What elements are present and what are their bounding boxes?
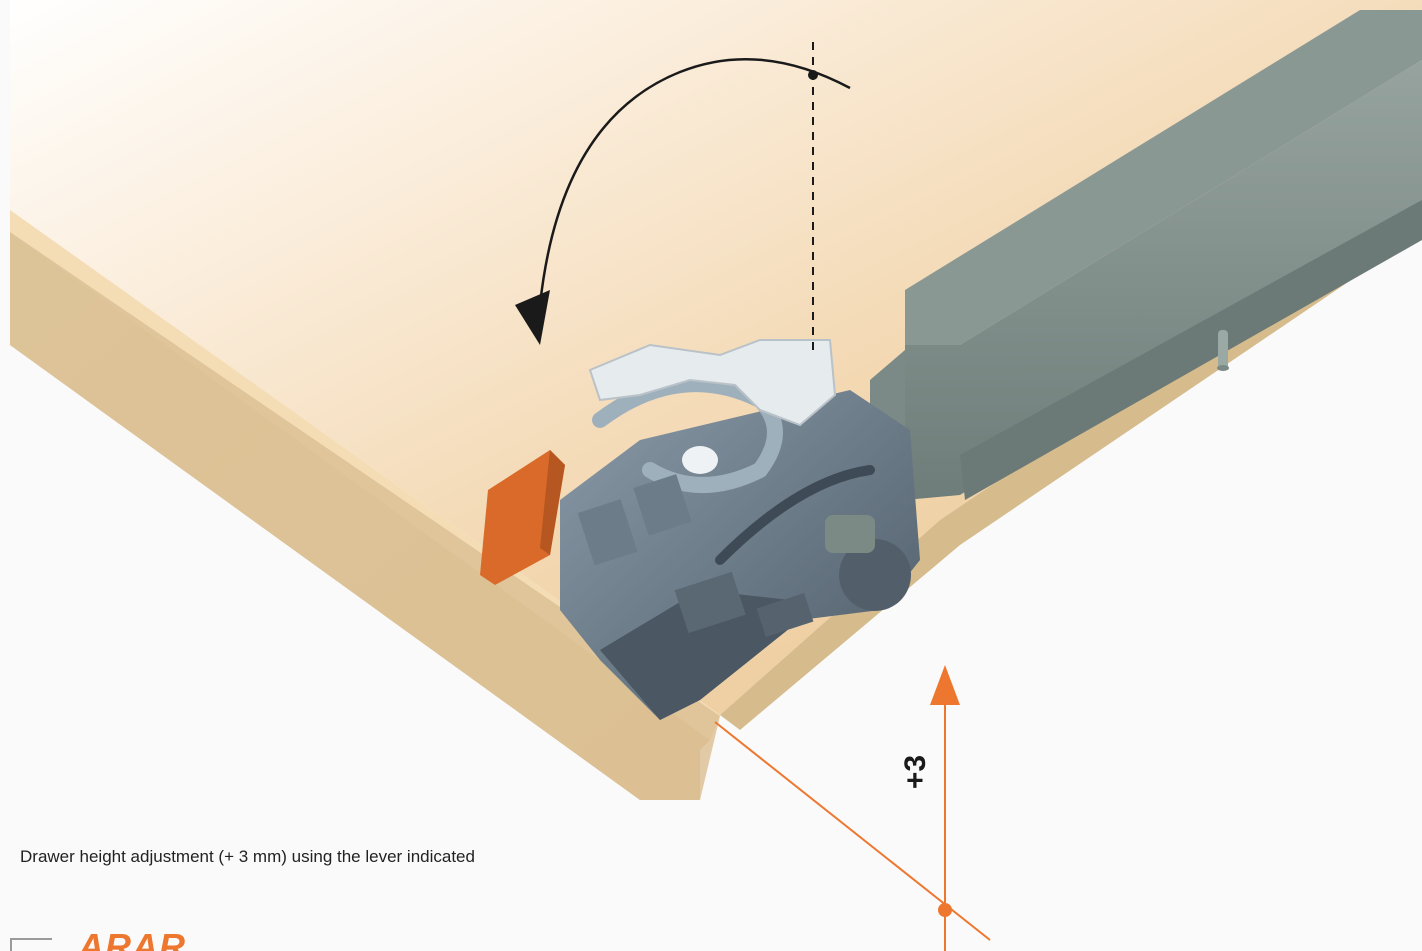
clip-block-2 (633, 474, 692, 536)
white-lever-pivot (682, 446, 718, 474)
clip-block-3 (674, 571, 746, 634)
runner-front-face (905, 60, 1422, 500)
clip-base (600, 590, 800, 720)
clip-block-4 (756, 593, 814, 637)
rotation-arrow (515, 42, 851, 352)
curved-arrow-head (515, 290, 550, 345)
runner-pin-head (1217, 365, 1229, 371)
caption-text: Drawer height adjustment (+ 3 mm) using … (20, 847, 475, 866)
white-lever (588, 339, 837, 427)
brand-mark (10, 938, 52, 951)
orange-release-tab (480, 450, 565, 585)
clip-slot (715, 465, 875, 565)
pivot-dot (808, 70, 818, 80)
clip-block-1 (577, 499, 638, 566)
drawer-panel-side-bottom (10, 232, 720, 800)
locking-clip (480, 339, 920, 720)
drawer-runner (870, 10, 1422, 520)
runner-top-face (905, 10, 1422, 345)
clip-knob-cap (825, 515, 875, 553)
orange-origin-dot (938, 903, 952, 917)
runner-pin (1218, 330, 1228, 370)
height-indicator: +3 (714, 665, 991, 951)
runner-lower-lip (960, 200, 1422, 500)
curved-arrow-icon (538, 58, 851, 306)
up-arrow-icon (930, 665, 960, 705)
orange-release-tab-side (540, 450, 565, 555)
brand-logo: ARAR (78, 926, 186, 951)
adjustment-label: +3 (899, 755, 932, 789)
clip-knob (839, 539, 911, 611)
